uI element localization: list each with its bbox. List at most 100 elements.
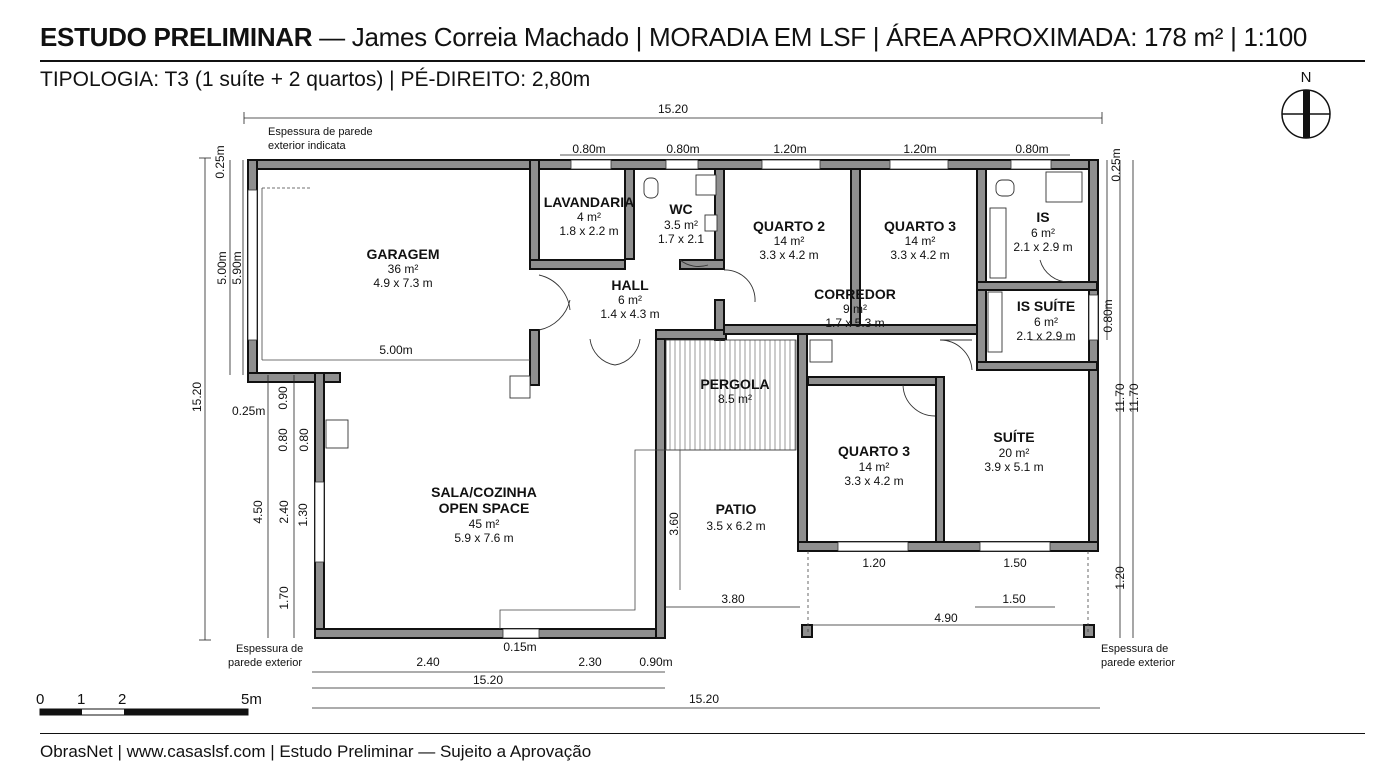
dim-win-2: 0.80m	[666, 142, 699, 156]
window-lavandaria	[570, 159, 612, 170]
is-bottom-wall	[976, 281, 1098, 291]
is-shower-icon	[1045, 171, 1083, 203]
suite-dims: 3.9 x 5.1 m	[984, 460, 1043, 474]
scale-0: 0	[36, 691, 44, 708]
is-left-wall	[976, 168, 987, 370]
hall-dims: 1.4 x 4.3 m	[600, 307, 659, 321]
wc-area: 3.5 m²	[664, 218, 698, 232]
note-wall-bl-2: parede exterior	[228, 657, 302, 669]
note-wall-top-2: exterior indicata	[268, 140, 347, 152]
note-wall-br-2: parede exterior	[1101, 657, 1175, 669]
dim-left-wall-top: 0.25m	[213, 145, 227, 178]
quarto2-name: QUARTO 2	[753, 218, 825, 234]
suite-name: SUÍTE	[993, 429, 1034, 445]
bedrooms-bottom-wall	[797, 541, 1099, 552]
scale-1: 1	[77, 691, 85, 708]
dim-left-1-70: 1.70	[277, 586, 291, 610]
garagem-area: 36 m²	[388, 262, 419, 276]
is-dims: 2.1 x 2.9 m	[1013, 240, 1072, 254]
quarto2-area: 14 m²	[774, 234, 805, 248]
dim-bottom-15-20-a: 15.20	[473, 673, 503, 687]
drawing-title: ESTUDO PRELIMINAR — James Correia Machad…	[40, 22, 1307, 53]
dim-bottom-2-30: 2.30	[578, 655, 602, 669]
footer-rule	[40, 733, 1365, 734]
hall-area: 6 m²	[618, 293, 642, 307]
lavandaria-name: LAVANDARIA	[544, 194, 634, 210]
dim-bottom-1-50-b: 1.50	[1002, 592, 1026, 606]
dim-left-1-30: 1.30	[296, 503, 310, 527]
wc-shower-icon	[695, 174, 717, 196]
is-suite-name: IS SUÍTE	[1017, 298, 1075, 314]
dim-left-4-50: 4.50	[251, 500, 265, 524]
is-sinks-icon	[989, 207, 1007, 279]
dim-garage-height-inner: 5.90m	[230, 251, 244, 284]
quarto3a-area: 14 m²	[905, 234, 936, 248]
dim-bottom-1-20: 1.20	[862, 556, 886, 570]
dim-left-0-80-a: 0.80	[276, 428, 290, 452]
corredor-dims: 1.7 x 5.3 m	[825, 316, 884, 330]
window-is	[1010, 159, 1052, 170]
dim-top-total: 15.20	[658, 102, 688, 116]
sala-bottom-wall	[314, 628, 666, 639]
dim-bottom-4-90: 4.90	[934, 611, 958, 625]
dim-win-4: 1.20m	[903, 142, 936, 156]
wc-name: WC	[669, 201, 692, 217]
dim-right-11-70-b: 11.70	[1127, 383, 1141, 412]
is-suite-counter-icon	[987, 291, 1003, 353]
dim-garage-height-outer: 5.00m	[215, 251, 229, 284]
is-toilet-icon	[995, 179, 1015, 197]
dim-left-2-40: 2.40	[277, 500, 291, 524]
dim-win-5: 0.80m	[1015, 142, 1048, 156]
drawing-subtitle: TIPOLOGIA: T3 (1 suíte + 2 quartos) | PÉ…	[40, 68, 591, 91]
compass-arrow-icon	[1303, 90, 1310, 138]
dim-right-11-70-a: 11.70	[1113, 383, 1127, 412]
note-wall-top-1: Espessura de parede	[268, 126, 373, 138]
patio-outline	[499, 449, 796, 629]
corredor-bottom-wall	[807, 376, 939, 386]
window-wc	[665, 159, 699, 170]
pergola-slats	[665, 339, 797, 451]
lavandaria-bottom-wall	[529, 259, 626, 270]
quarto3a-dims: 3.3 x 4.2 m	[890, 248, 949, 262]
scale-5: 5m	[241, 691, 262, 708]
corredor-closet-icon	[809, 339, 833, 363]
doors	[538, 259, 1071, 417]
compass-label: N	[1301, 69, 1312, 86]
lavandaria-dims: 1.8 x 2.2 m	[559, 224, 618, 238]
hall-bottom-wall	[655, 329, 727, 340]
footer-text: ObrasNet | www.casaslsf.com | Estudo Pre…	[40, 742, 592, 761]
scale-2: 2	[118, 691, 126, 708]
window-sala-left	[314, 481, 325, 563]
post-left	[801, 624, 813, 638]
dim-win-3: 1.20m	[773, 142, 806, 156]
quarto3b-dims: 3.3 x 4.2 m	[844, 474, 903, 488]
kitchen-sink-icon	[325, 419, 349, 449]
is-area: 6 m²	[1031, 226, 1055, 240]
room-labels: GARAGEM 36 m² 4.9 x 7.3 m LAVANDARIA 4 m…	[366, 194, 1075, 545]
scale-bar: 0 1 2 5m	[36, 691, 262, 716]
dim-patio-3-80: 3.80	[721, 592, 745, 606]
is-name: IS	[1036, 209, 1049, 225]
hall-name: HALL	[611, 277, 649, 293]
pergola-area: 8.5 m²	[718, 392, 752, 406]
dim-right-1-20: 1.20	[1113, 566, 1127, 590]
quarto3b-area: 14 m²	[859, 460, 890, 474]
quarto3a-name: QUARTO 3	[884, 218, 956, 234]
dim-left-0-25: 0.25m	[232, 404, 265, 418]
pergola-name: PERGOLA	[700, 376, 769, 392]
corredor-area: 9 m²	[843, 302, 867, 316]
patio-name: PATIO	[716, 501, 757, 517]
dim-right-0-25: 0.25m	[1109, 148, 1123, 181]
lavandaria-left-wall	[529, 159, 540, 269]
title-rule	[40, 60, 1365, 62]
title-rest: — James Correia Machado | MORADIA EM LSF…	[312, 22, 1308, 52]
suite-area: 20 m²	[999, 446, 1030, 460]
right-wall	[1088, 159, 1099, 551]
suite-divider-wall	[935, 376, 945, 551]
notes: Espessura de parede exterior indicata Es…	[228, 126, 1175, 669]
dim-left-0-80-b: 0.80	[297, 428, 311, 452]
garage-right-wall-low	[529, 329, 540, 386]
wc-bottom-wall	[679, 259, 725, 270]
window-quarto3b	[837, 541, 909, 552]
lavandaria-right-wall	[624, 168, 635, 260]
